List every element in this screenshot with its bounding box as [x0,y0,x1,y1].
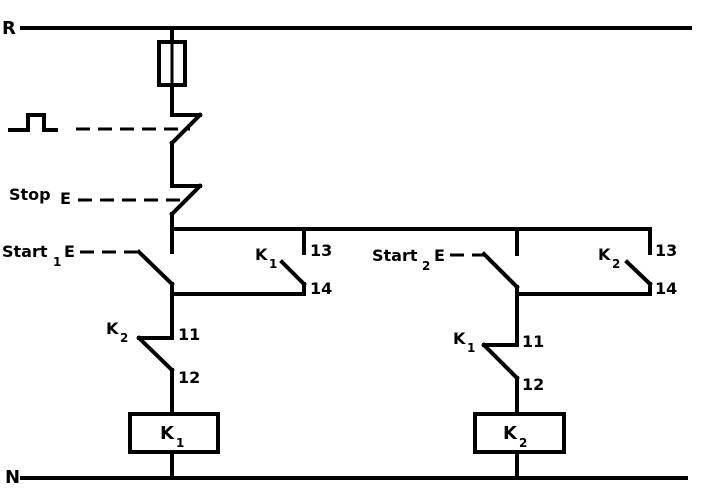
branch-2-start-contact [481,227,520,296]
branch-1-coil [128,412,220,480]
branch-1-interlock-sub: 2 [120,331,128,345]
branch-2-holding-sub: 2 [612,257,620,271]
stop-label: Stop [9,185,51,204]
thermal-overload-contact [169,112,203,188]
branch-1-coil-letter: K [160,423,175,444]
branch-2-interlock-sub: 1 [467,341,475,355]
branch-1-coil-sub: 1 [176,436,184,450]
branch-2-coil [473,412,566,480]
branch-2-holding-t1: 13 [655,241,677,260]
branch-1-interlock-letter: K [106,319,119,338]
branch-2-interlock-t2: 12 [522,375,544,394]
branch-1-holding-t1: 13 [310,241,332,260]
rail-n-label: N [5,467,20,488]
branch-2-holding-contact [515,227,653,296]
branch-1-start-label: Start [2,242,48,261]
branch-1-holding-sub: 1 [269,257,277,271]
branch-2-coil-sub: 2 [519,436,527,450]
branch-2-interlock-letter: K [453,329,466,348]
fuse-icon [157,26,187,117]
stop-contact [169,183,203,231]
branch-2-holding-t2: 14 [655,279,677,298]
thermal-pulse-icon [8,113,58,132]
branch-1-interlock-t2: 12 [178,368,200,387]
branch-1-start-contact [136,227,175,296]
branch-1-interlock-contact [136,292,175,416]
branch-2-holding-letter: K [598,245,611,264]
branch-2-interlock-t1: 11 [522,332,544,351]
branch-1-holding-letter: K [255,245,268,264]
branch-1-start-sub: 1 [53,255,61,269]
branch-1-start-actuator: E [64,242,75,261]
branch-2-start-sub: 2 [422,259,430,273]
rail-r-label: R [2,18,16,39]
stop-actuator: E [60,189,71,208]
branch-1-holding-contact [170,227,307,296]
branch-1-interlock-t1: 11 [178,325,200,344]
branch-1-holding-t2: 14 [310,279,332,298]
branch-2-start-actuator: E [434,246,445,265]
branch-2-interlock-contact [481,292,520,416]
branch-2-start-label: Start [372,246,418,265]
branch-2-coil-letter: K [503,423,518,444]
